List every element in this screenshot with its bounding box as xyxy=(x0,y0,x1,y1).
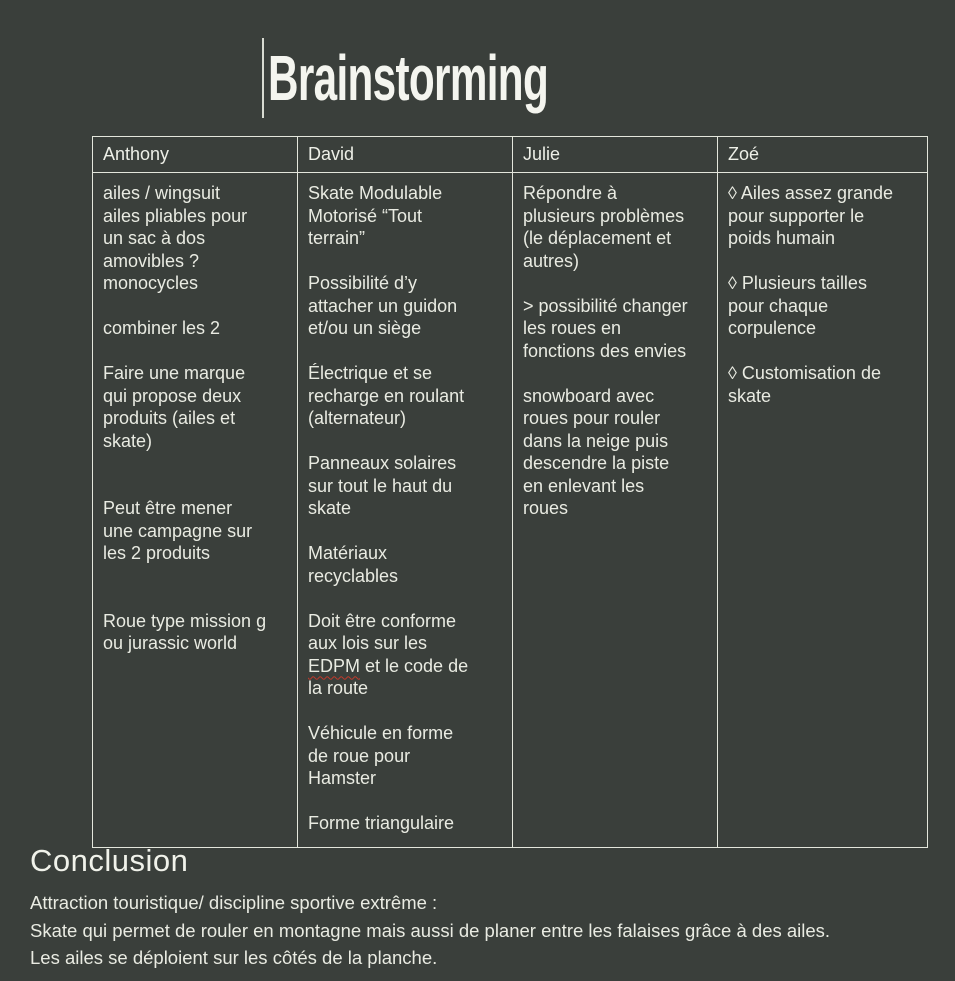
text-line: de roue pour xyxy=(308,745,411,766)
text-line: recyclables xyxy=(308,565,399,586)
text-line: (le déplacement et xyxy=(523,228,672,248)
text-line: recharge en roulant xyxy=(308,385,465,406)
column-header-david[interactable]: David xyxy=(298,137,512,173)
text-line: les roues en xyxy=(523,318,622,338)
conclusion-heading[interactable]: Conclusion xyxy=(30,843,189,878)
text-line: une campagne sur xyxy=(103,520,253,541)
text-line: skate xyxy=(728,385,772,406)
text-line xyxy=(103,565,287,588)
text-line xyxy=(308,430,502,453)
text-line xyxy=(103,340,287,363)
text-line: EDPM et le code de xyxy=(308,655,469,676)
text-line: Doit être conforme xyxy=(308,610,457,631)
text-line: Faire une marque xyxy=(103,363,246,383)
text-line: Forme triangulaire xyxy=(308,813,455,833)
text-line: ailes / wingsuit xyxy=(103,183,221,203)
text-line: poids humain xyxy=(728,228,836,248)
text-line xyxy=(523,272,707,295)
text-line: pour supporter le xyxy=(728,205,865,226)
text-line: Hamster xyxy=(308,768,377,788)
text-line: ou jurassic world xyxy=(103,633,238,653)
text-line: Attraction touristique/ discipline sport… xyxy=(30,892,438,913)
text-line: autres) xyxy=(523,250,580,271)
text-line: Répondre à xyxy=(523,183,618,203)
text-line: Possibilité d’y xyxy=(308,273,418,293)
text-line: Matériaux xyxy=(308,543,388,563)
text-line: pour chaque xyxy=(728,295,829,316)
text-cursor xyxy=(262,38,265,118)
text-line xyxy=(308,700,502,723)
text-line: Skate Modulable xyxy=(308,183,443,203)
text-line: (alternateur) xyxy=(308,408,407,428)
text-line xyxy=(103,587,287,610)
text-line: combiner les 2 xyxy=(103,318,221,338)
text-line: roues pour rouler xyxy=(523,408,661,428)
text-line: Motorisé “Tout xyxy=(308,205,423,226)
text-line: aux lois sur les xyxy=(308,633,428,653)
text-line: un sac à dos xyxy=(103,228,206,248)
text-line: et/ou un siège xyxy=(308,318,422,338)
text-line: en enlevant les xyxy=(523,475,645,496)
text-line: Roue type mission g xyxy=(103,610,267,631)
text-line xyxy=(308,790,502,813)
text-line: fonctions des envies xyxy=(523,340,687,361)
text-line: amovibles ? xyxy=(103,250,200,271)
conclusion-section: Conclusion Attraction touristique/ disci… xyxy=(30,843,930,972)
text-line: qui propose deux xyxy=(103,385,242,406)
text-line: Peut être mener xyxy=(103,498,233,518)
page-title[interactable]: Brainstorming xyxy=(268,42,549,114)
text-line: terrain” xyxy=(308,228,366,248)
text-line: Skate qui permet de rouler en montagne m… xyxy=(30,919,831,941)
text-line: Véhicule en forme xyxy=(308,723,454,743)
title-block: Brainstorming xyxy=(0,34,955,122)
column-header-anthony[interactable]: Anthony xyxy=(93,137,297,173)
text-line: Les ailes se déploient sur les côtés de … xyxy=(30,947,438,968)
text-line: les 2 produits xyxy=(103,543,211,563)
text-line xyxy=(728,340,917,363)
text-line: Panneaux solaires xyxy=(308,453,457,473)
text-line: la route xyxy=(308,678,369,698)
text-line xyxy=(103,295,287,318)
text-line: monocycles xyxy=(103,273,199,293)
text-line: descendre la piste xyxy=(523,453,670,473)
text-line: attacher un guidon xyxy=(308,295,458,316)
text-line: plusieurs problèmes xyxy=(523,205,685,226)
text-line: ◊ Plusieurs tailles xyxy=(728,273,867,293)
text-line xyxy=(523,362,707,385)
text-line: skate xyxy=(308,498,352,518)
text-line xyxy=(728,250,917,273)
text-line xyxy=(308,587,502,610)
text-line: ◊ Ailes assez grande xyxy=(728,183,893,203)
text-line xyxy=(103,452,287,475)
text-line: dans la neige puis xyxy=(523,430,669,451)
text-line: produits (ailes et xyxy=(103,408,236,428)
text-line xyxy=(103,475,287,498)
column-header-zoe[interactable]: Zoé xyxy=(718,137,927,173)
column-header-julie[interactable]: Julie xyxy=(513,137,717,173)
misspelled-word[interactable]: EDPM xyxy=(308,655,361,676)
text-line: roues xyxy=(523,498,569,518)
text-line: corpulence xyxy=(728,318,817,338)
text-line: snowboard avec xyxy=(523,385,655,406)
text-line: > possibilité changer xyxy=(523,295,688,316)
text-line: sur tout le haut du xyxy=(308,475,453,496)
text-line: ◊ Customisation de xyxy=(728,363,881,383)
text-line: ailes pliables pour xyxy=(103,205,248,226)
text-line xyxy=(308,520,502,543)
text-line xyxy=(308,340,502,363)
conclusion-body[interactable]: Attraction touristique/ discipline sport… xyxy=(30,889,930,972)
text-line: Électrique et se xyxy=(308,363,433,383)
text-line xyxy=(308,250,502,273)
text-line: skate) xyxy=(103,430,153,451)
